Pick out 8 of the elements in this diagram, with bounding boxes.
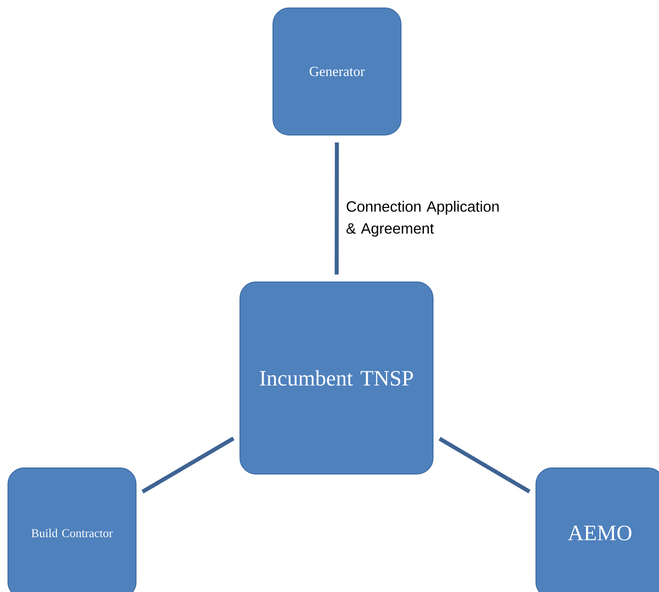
edge-label: Connection Application & Agreement [346,200,499,237]
connector-line [438,436,530,494]
process-box: Incumbent TNSP [240,282,434,474]
connector-line [334,142,339,274]
process-box: AEMO [536,468,659,592]
process-box: Build Contractor [8,468,136,592]
connector-line [142,436,234,494]
process-box: Generator [272,8,402,136]
